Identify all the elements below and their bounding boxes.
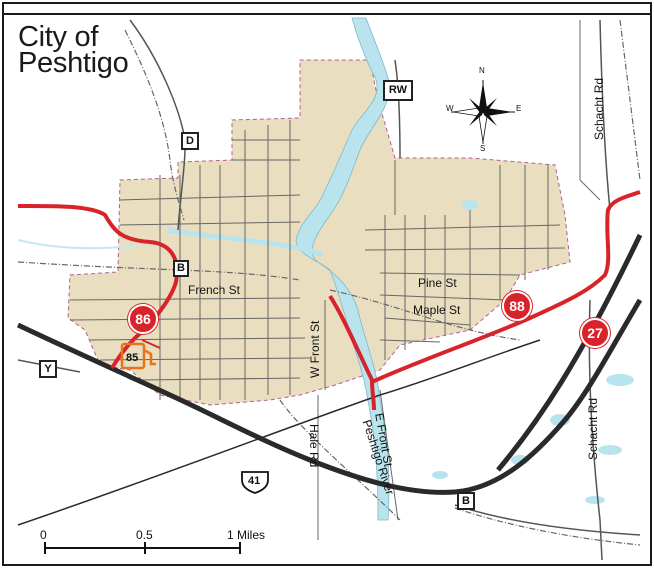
us41-highway-north [496,233,643,472]
river-tributary-2 [17,239,141,250]
compass-e-label: E [516,104,522,113]
pond [598,445,622,455]
pond [462,200,478,210]
map-title: City of Peshtigo [18,21,129,79]
frontage-road-2 [379,339,541,396]
county-road-rw: RW [383,80,413,101]
us41-highway [16,298,643,495]
us41-shield-icon [241,471,269,494]
street-label-schacht-bottom: Schacht Rd [586,397,600,460]
street-label-french: French St [188,283,241,297]
street-label-w-front: W Front St [308,320,322,378]
route-88-marker: 88 [502,291,532,321]
route-27-marker: 27 [580,318,610,348]
street-label-hale: Hale Rd [307,424,321,468]
route-86-marker: 86 [128,304,158,334]
gas-station-icon [120,342,156,370]
route-85-label: 85 [126,352,139,364]
county-road-b-west: B [173,260,189,277]
pond [585,496,605,504]
compass-rose [451,80,515,144]
us41-label: 41 [248,475,261,487]
map-title-line2: Peshtigo [18,47,129,79]
street-grid-west [69,120,311,400]
river-tributary [167,227,324,258]
frontage-road [17,394,381,526]
county-road-d: D [181,132,199,150]
compass-n-label: N [479,66,485,75]
street-grid-east [317,20,601,540]
county-road-y: Y [39,360,57,378]
street-label-schacht-top: Schacht Rd [592,77,606,140]
scale-label-0: 0 [40,528,47,542]
scale-label-half: 0.5 [136,528,153,542]
street-label-pine: Pine St [418,276,457,290]
compass-w-label: W [446,104,454,113]
pond [432,471,448,479]
compass-s-label: S [480,144,486,153]
county-road-b-east: B [457,492,475,510]
route-85-connector [141,339,161,349]
scale-label-1-mile: 1 Miles [227,528,266,542]
route-86 [17,203,179,370]
scale-bar [44,542,241,554]
street-label-maple: Maple St [413,303,461,317]
pond [606,374,634,386]
route-88-27 [328,190,641,411]
map-title-line1: City of [18,21,99,53]
